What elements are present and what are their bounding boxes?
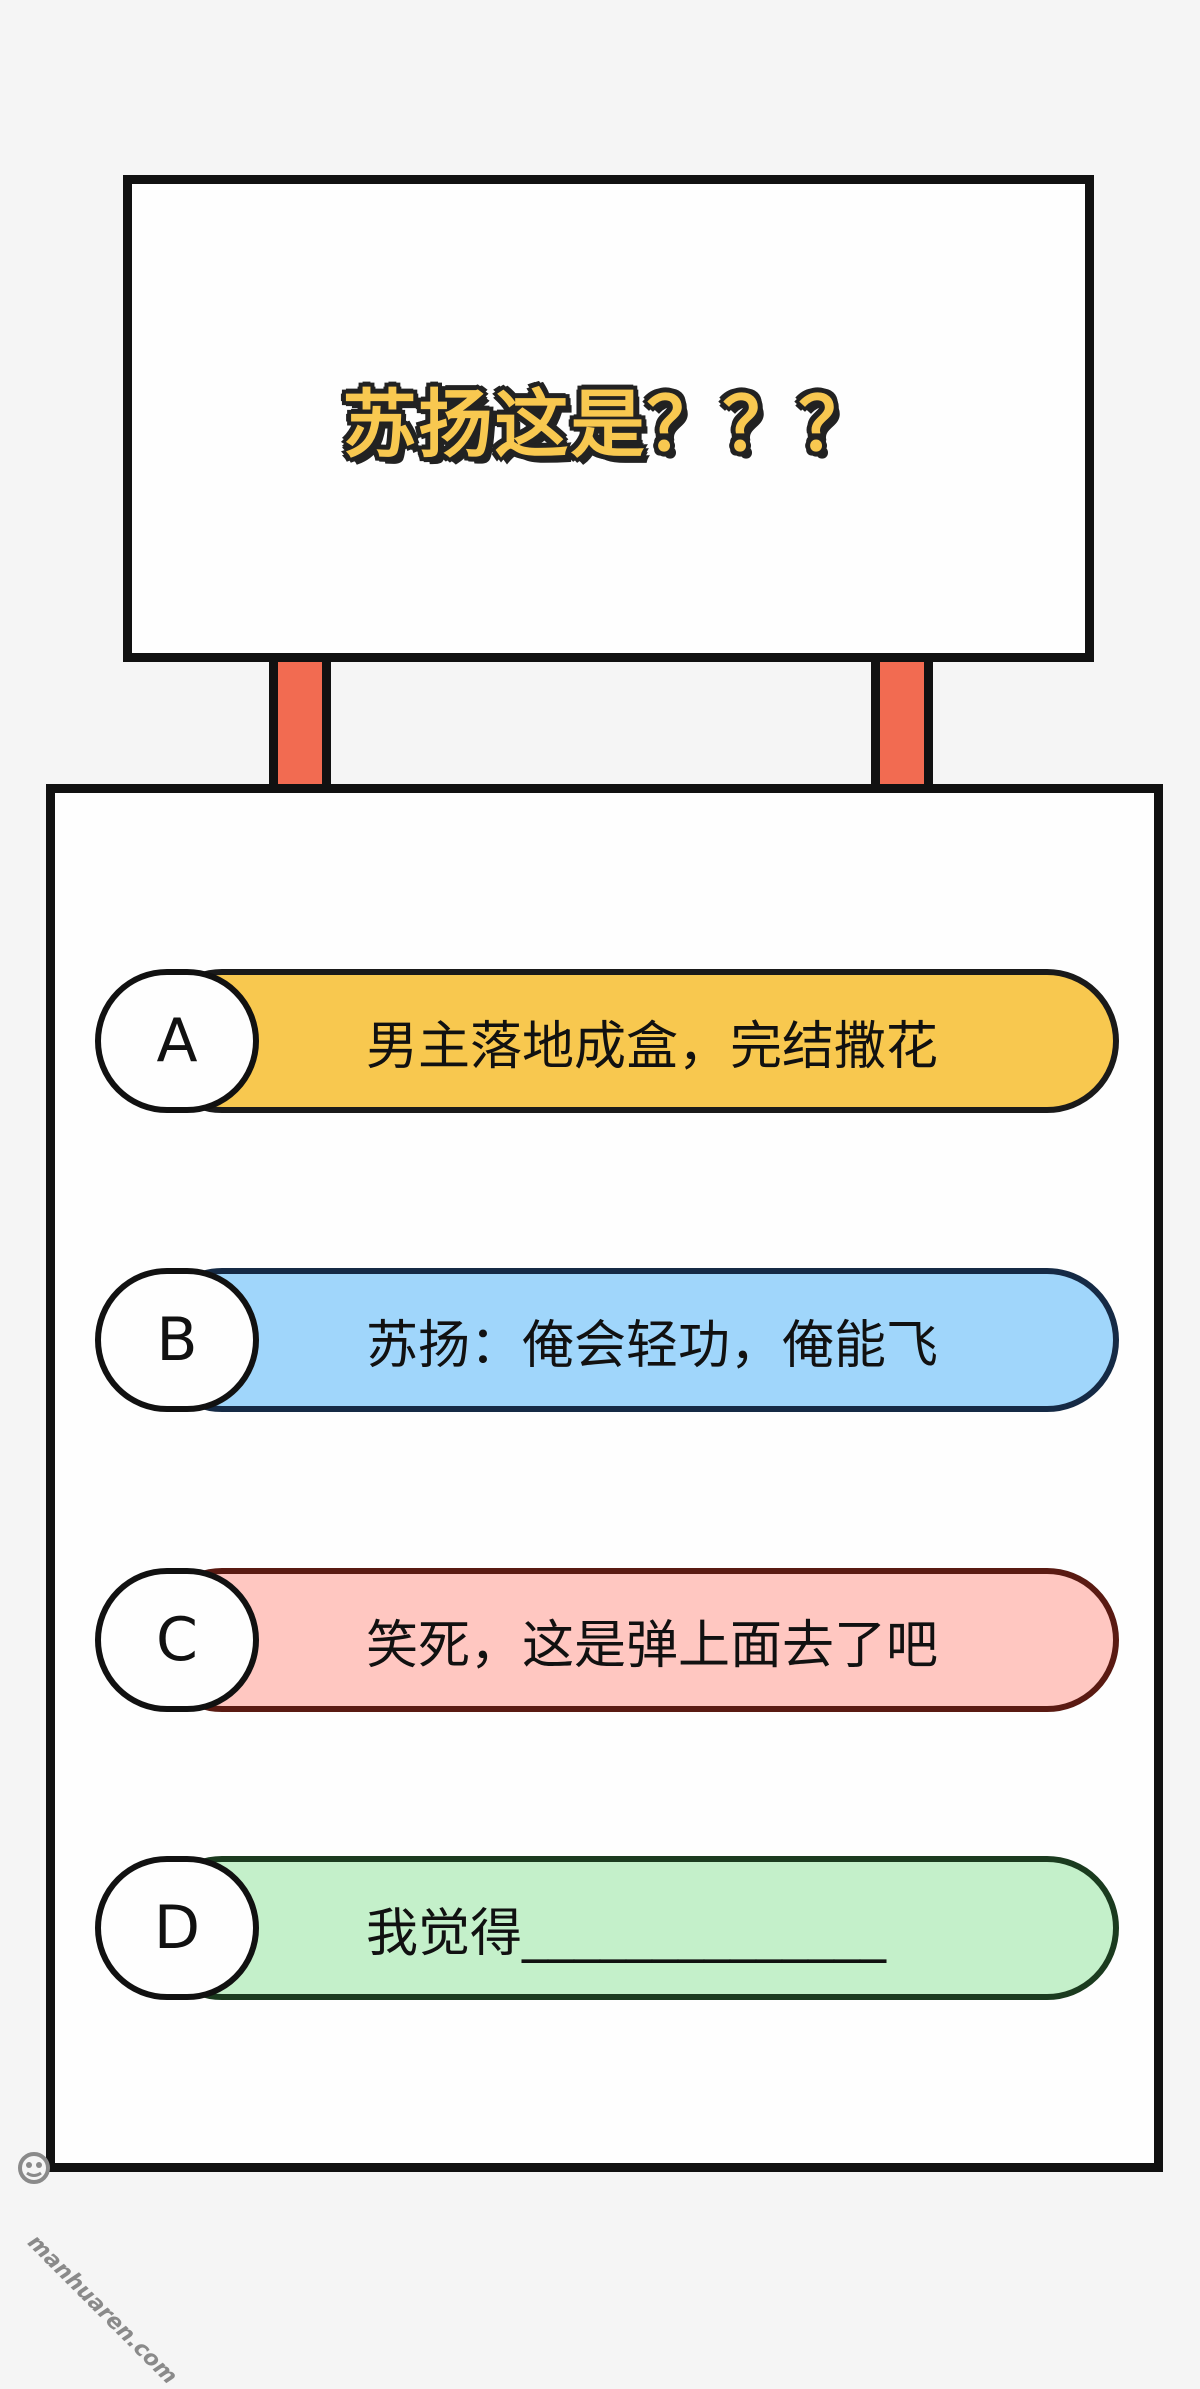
watermark: manhuaren.com bbox=[14, 2150, 224, 2389]
watermark-text: manhuaren.com bbox=[22, 2230, 182, 2389]
option-c[interactable]: 笑死，这是弹上面去了吧 C bbox=[95, 1568, 1119, 1712]
option-c-letter[interactable]: C bbox=[95, 1568, 259, 1712]
sign-board: 苏扬这是？？？ bbox=[123, 175, 1094, 662]
option-a-text: 男主落地成盒，完结撒花 bbox=[366, 1016, 939, 1077]
option-c-text: 笑死，这是弹上面去了吧 bbox=[366, 1615, 939, 1676]
option-a-letter[interactable]: A bbox=[95, 969, 259, 1113]
sign-post-right bbox=[871, 662, 933, 789]
option-d-bar[interactable]: 我觉得______________ bbox=[150, 1856, 1119, 2000]
option-c-bar[interactable]: 笑死，这是弹上面去了吧 bbox=[150, 1568, 1119, 1712]
option-b[interactable]: 苏扬：俺会轻功，俺能飞 B bbox=[95, 1268, 1119, 1412]
option-b-bar[interactable]: 苏扬：俺会轻功，俺能飞 bbox=[150, 1268, 1119, 1412]
option-a[interactable]: 男主落地成盒，完结撒花 A bbox=[95, 969, 1119, 1113]
manhuaren-logo-icon bbox=[18, 2152, 50, 2184]
option-a-bar[interactable]: 男主落地成盒，完结撒花 bbox=[150, 969, 1119, 1113]
option-d-letter[interactable]: D bbox=[95, 1856, 259, 2000]
option-b-letter[interactable]: B bbox=[95, 1268, 259, 1412]
option-d[interactable]: 我觉得______________ D bbox=[95, 1856, 1119, 2000]
sign-post-left bbox=[269, 662, 331, 789]
question-title: 苏扬这是？？？ bbox=[342, 382, 875, 468]
option-b-text: 苏扬：俺会轻功，俺能飞 bbox=[366, 1315, 939, 1376]
option-d-text: 我觉得______________ bbox=[366, 1903, 887, 1964]
